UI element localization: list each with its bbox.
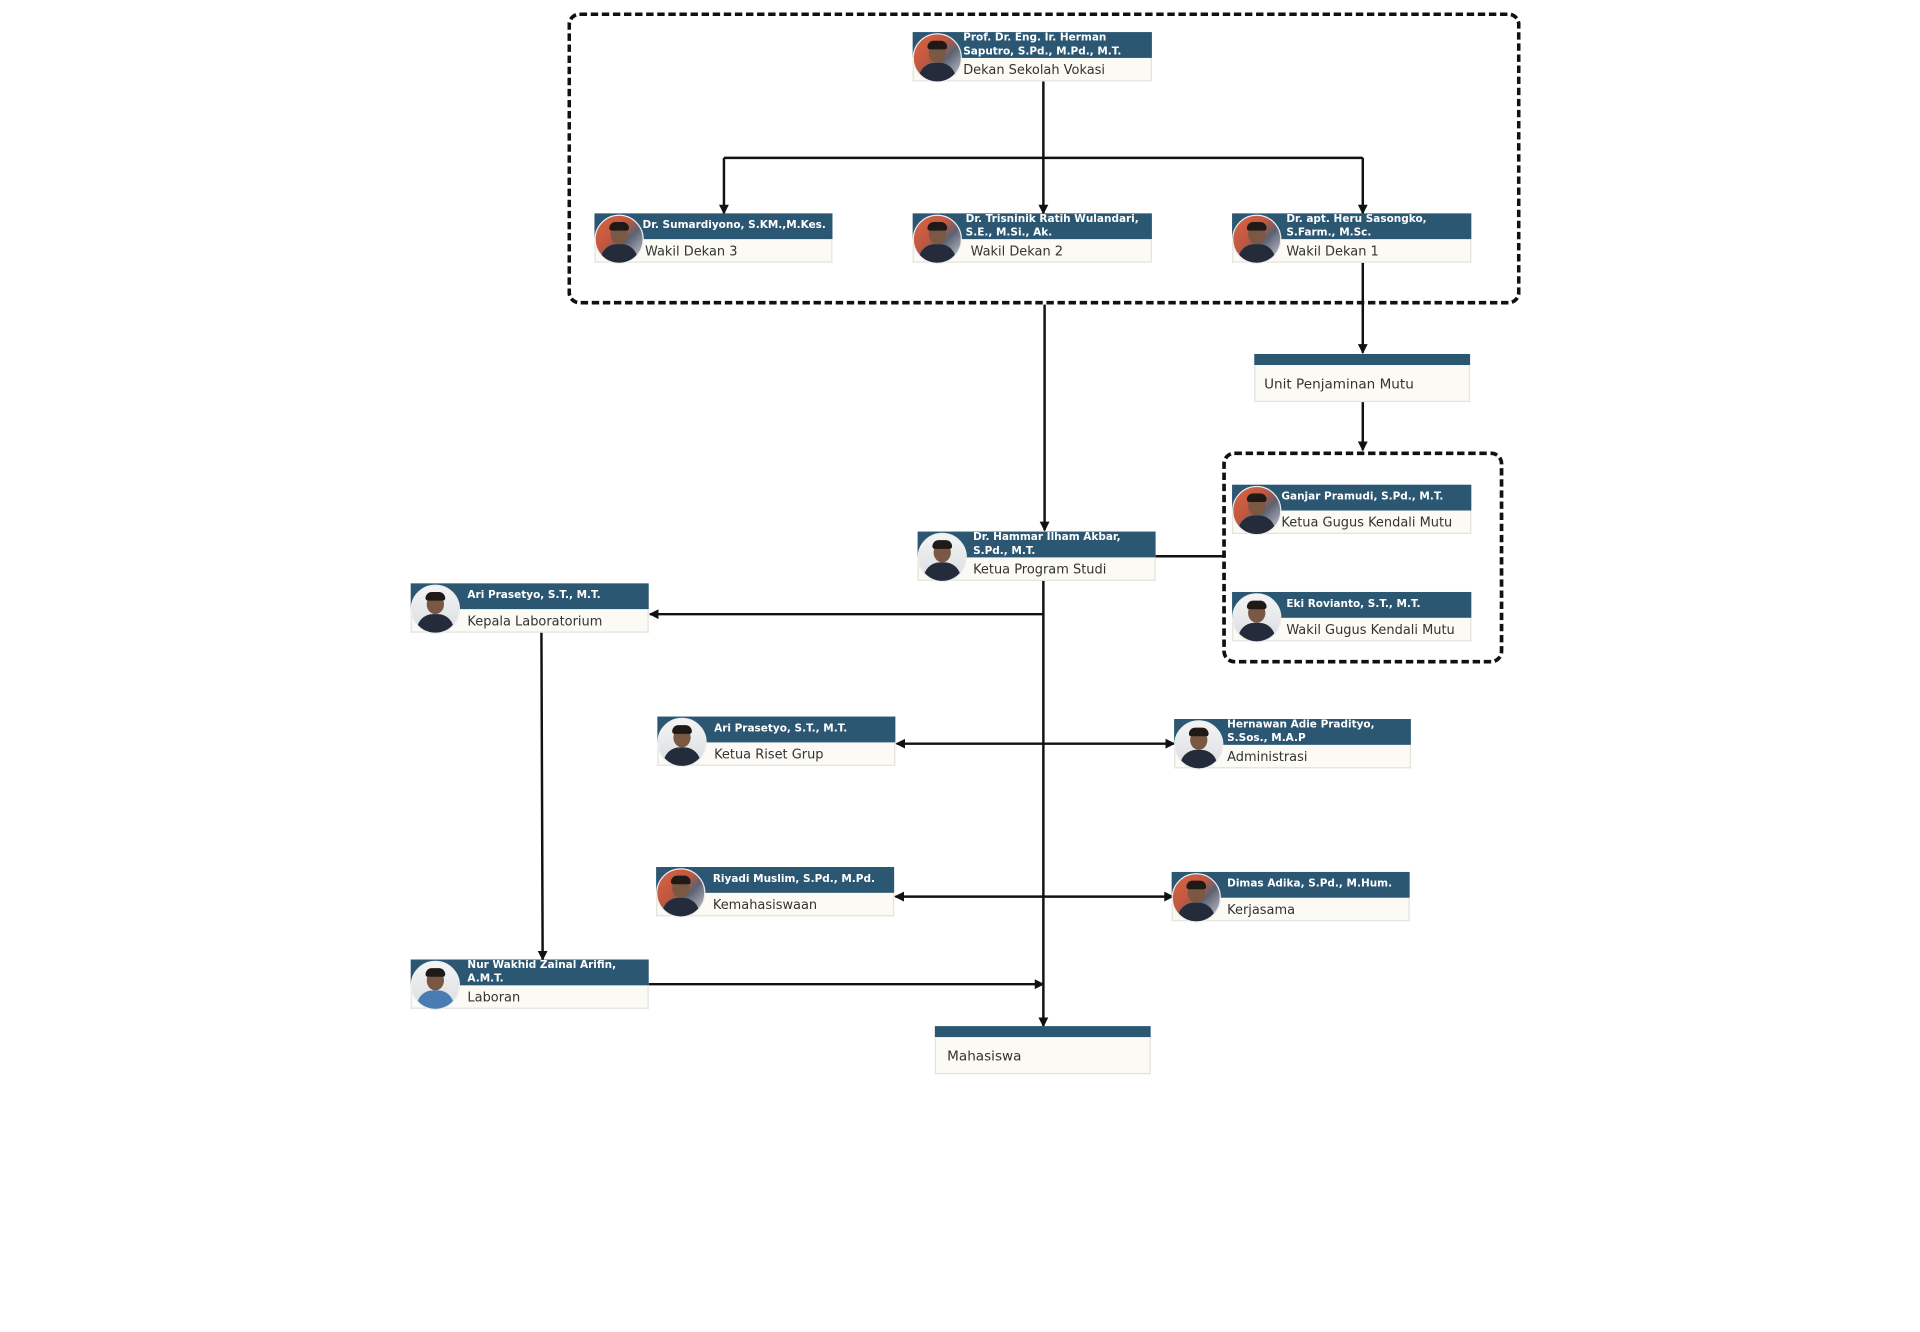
node-body: [410, 609, 649, 633]
node-body: [1171, 897, 1410, 922]
avatar: [1232, 485, 1282, 536]
role-title: Kerjasama: [1227, 902, 1296, 918]
node-body: [917, 557, 1156, 581]
node-header: [934, 1026, 1151, 1038]
node-header: [1254, 353, 1471, 366]
node-body: [912, 57, 1152, 82]
avatar: [1174, 720, 1224, 770]
node-wakil-dekan-1: Dr. apt. Heru Sasongko, S.Farm., M.Sc. W…: [1232, 213, 1472, 264]
avatar: [656, 868, 706, 918]
avatar: [594, 214, 644, 264]
person-name: Dimas Adika, S.Pd., M.Hum.: [1227, 878, 1393, 891]
node-body: [1254, 365, 1471, 403]
role-title: Kepala Laboratorium: [467, 614, 603, 629]
role-title: Wakil Dekan 2: [970, 244, 1064, 259]
leadership-group-border: [567, 12, 1521, 305]
avatar: [912, 214, 962, 264]
person-name: Dr. apt. Heru Sasongko, S.Farm., M.Sc.: [1286, 213, 1427, 240]
avatar: [917, 532, 967, 583]
role-title: Wakil Dekan 3: [645, 244, 738, 259]
node-body: [657, 742, 896, 766]
role-title: Ketua Riset Grup: [714, 747, 824, 763]
person-name: Eki Rovianto, S.T., M.T.: [1286, 598, 1421, 611]
person-name: Dr. Sumardiyono, S.KM.,M.Kes.: [642, 219, 826, 232]
avatar: [410, 960, 461, 1011]
gkm-group-border: [1222, 451, 1504, 664]
node-ketua-program-studi: Dr. Hammar Ilham Akbar, S.Pd., M.T. Ketu…: [917, 531, 1156, 583]
avatar: [657, 717, 707, 768]
avatar: [1232, 214, 1282, 264]
node-wakil-dekan-2: Dr. Trisninik Ratih Wulandari, S.E., M.S…: [912, 213, 1152, 264]
avatar: [410, 584, 461, 634]
avatar: [1171, 873, 1221, 923]
avatar: [912, 33, 962, 83]
node-wakil-dekan-3: Dr. Sumardiyono, S.KM.,M.Kes. Wakil Deka…: [594, 213, 833, 264]
node-body: [1232, 617, 1472, 642]
role-title: Ketua Program Studi: [973, 562, 1107, 578]
avatar: [1232, 593, 1282, 643]
role-title: Unit Penjaminan Mutu: [1264, 376, 1414, 393]
role-title: Kemahasiswaan: [712, 897, 818, 913]
person-name: Riyadi Muslim, S.Pd., M.Pd.: [712, 873, 875, 886]
node-body: [410, 985, 649, 1009]
node-body: [1174, 744, 1411, 769]
connector-lines: [537, 81, 1368, 1028]
node-administrasi: Hernawan Adie Pradityo, S.Sos., M.A.P Ad…: [1174, 719, 1411, 770]
node-body: [594, 239, 833, 263]
node-body: [934, 1037, 1151, 1075]
node-kerjasama: Dimas Adika, S.Pd., M.Hum. Kerjasama: [1171, 871, 1410, 923]
person-name: Nur Wakhid Zainal Arifin, A.M.T.: [467, 959, 617, 986]
node-laboran: Nur Wakhid Zainal Arifin, A.M.T. Laboran: [410, 959, 649, 1011]
node-body: [1232, 510, 1472, 535]
node-wakil-gkm: Eki Rovianto, S.T., M.T. Wakil Gugus Ken…: [1232, 591, 1472, 643]
role-title: Dekan Sekolah Vokasi: [963, 62, 1106, 78]
role-title: Wakil Dekan 1: [1286, 244, 1379, 259]
node-body: [656, 892, 895, 917]
node-mahasiswa: Mahasiswa: [934, 1026, 1151, 1075]
person-name: Dr. Hammar Ilham Akbar, S.Pd., M.T.: [973, 531, 1121, 558]
node-kemahasiswaan: Riyadi Muslim, S.Pd., M.Pd. Kemahasiswaa…: [656, 867, 895, 918]
person-name: Hernawan Adie Pradityo, S.Sos., M.A.P: [1227, 719, 1375, 745]
node-body: [912, 239, 1152, 263]
person-name: Ari Prasetyo, S.T., M.T.: [714, 722, 848, 736]
node-unit-penjaminan-mutu: Unit Penjaminan Mutu: [1254, 353, 1471, 403]
role-title: Ketua Gugus Kendali Mutu: [1281, 515, 1453, 531]
role-title: Laboran: [467, 990, 521, 1006]
person-name: Prof. Dr. Eng. Ir. Herman Saputro, S.Pd.…: [963, 32, 1122, 58]
role-title: Mahasiswa: [947, 1048, 1022, 1065]
node-dekan: Prof. Dr. Eng. Ir. Herman Saputro, S.Pd.…: [912, 32, 1152, 83]
person-name: Dr. Trisninik Ratih Wulandari, S.E., M.S…: [965, 213, 1139, 240]
node-body: [1232, 239, 1472, 263]
node-kepala-laboratorium: Ari Prasetyo, S.T., M.T. Kepala Laborato…: [410, 583, 649, 634]
person-name: Ganjar Pramudi, S.Pd., M.T.: [1281, 490, 1444, 504]
node-ketua-gkm: Ganjar Pramudi, S.Pd., M.T. Ketua Gugus …: [1232, 484, 1472, 536]
node-ketua-riset-grup: Ari Prasetyo, S.T., M.T. Ketua Riset Gru…: [657, 716, 896, 768]
person-name: Ari Prasetyo, S.T., M.T.: [467, 589, 601, 602]
role-title: Administrasi: [1227, 749, 1308, 765]
role-title: Wakil Gugus Kendali Mutu: [1286, 622, 1455, 638]
